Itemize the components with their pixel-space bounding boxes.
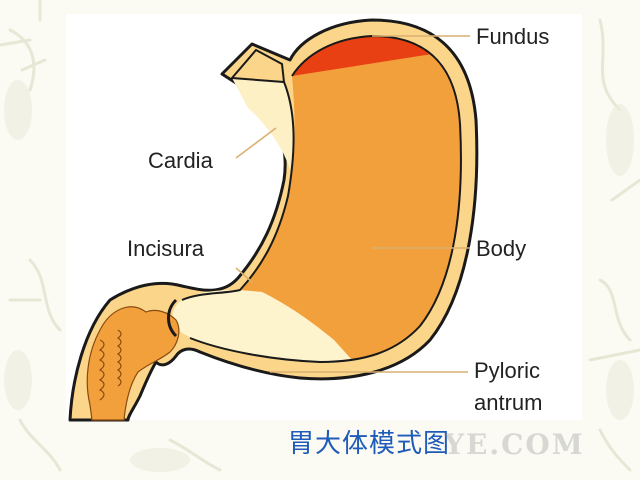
duodenum: [86, 306, 180, 421]
stomach-inner-outline: [181, 34, 462, 364]
duodenum-folds: [98, 329, 122, 401]
antrum-label: antrum: [474, 390, 543, 415]
pyloric-label: Pyloric: [474, 358, 541, 383]
incisura-leader: [235, 267, 253, 283]
incisura-label: Incisura: [127, 236, 205, 261]
fundus-label: Fundus: [476, 24, 550, 49]
pyloric-antrum-region: [172, 290, 352, 362]
cardia-leader: [235, 127, 277, 159]
stomach-body-region: [240, 36, 461, 360]
leader-lines: [235, 35, 470, 373]
fundus-region: [292, 36, 432, 76]
pylorus: [167, 298, 178, 338]
slide-caption: 胃大体模式图: [288, 429, 451, 459]
cardia-label: Cardia: [148, 148, 213, 173]
background-blotches: [4, 80, 634, 472]
body-label: Body: [476, 236, 527, 261]
cardia-region: [232, 78, 294, 170]
watermark: YE.COM: [444, 428, 585, 461]
